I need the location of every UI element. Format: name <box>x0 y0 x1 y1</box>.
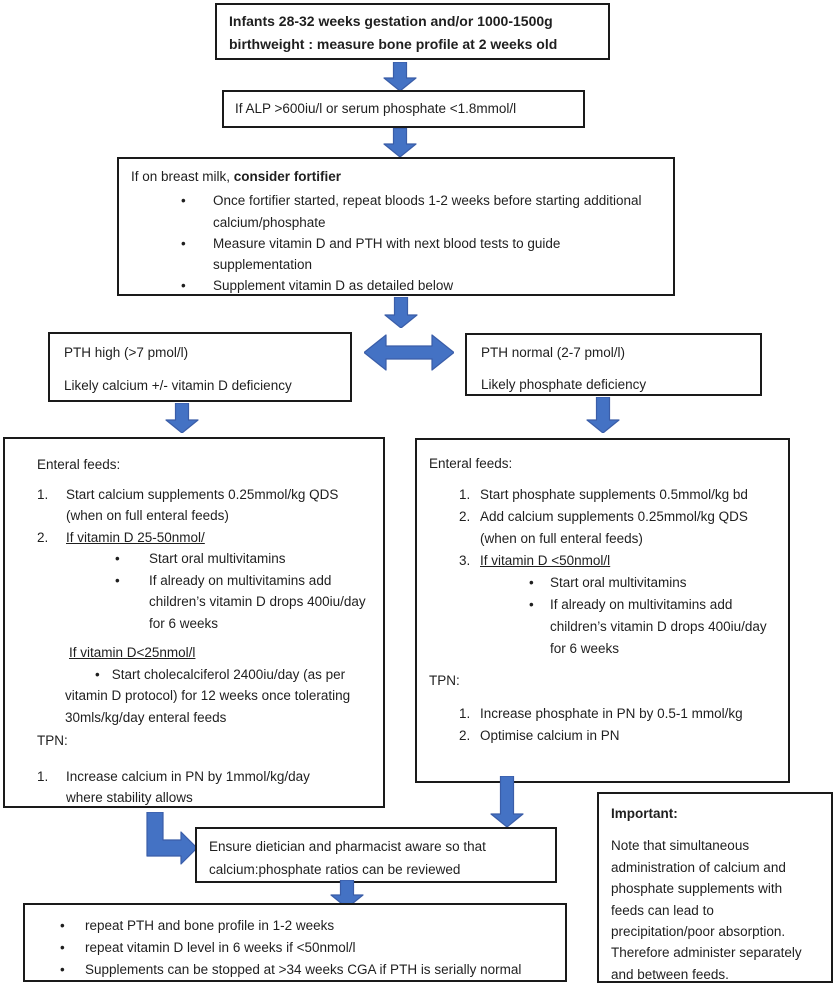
item-text-underlined: If vitamin D <50nmol/l <box>480 553 611 568</box>
numbered-item: 1. Start phosphate supplements 0.5mmol/k… <box>459 484 782 506</box>
bullet-icon: • <box>529 575 534 590</box>
bullet-icon: • <box>181 193 186 209</box>
bullet-icon: • <box>115 572 120 588</box>
followup-box: • repeat PTH and bone profile in 1-2 wee… <box>23 903 567 982</box>
start-criteria-line1: Infants 28-32 weeks gestation and/or 100… <box>229 13 553 29</box>
fortifier-title: If on breast milk, consider fortifier <box>131 166 661 187</box>
item-number: 1. <box>459 487 471 502</box>
bullet-icon: • <box>181 235 186 251</box>
important-note-title: Important: <box>611 806 678 821</box>
fortifier-bullet-text: Once fortifier started, repeat bloods 1-… <box>213 193 642 230</box>
pth-high-line2: Likely calcium +/- vitamin D deficiency <box>64 378 292 393</box>
important-note-box: Important: Note that simultaneous admini… <box>597 792 833 983</box>
down-arrow-icon <box>490 776 524 827</box>
bullet-icon: • <box>95 666 100 682</box>
down-arrow-icon <box>384 297 418 328</box>
item-text-underlined: If vitamin D 25-50nmol/ <box>66 529 205 545</box>
down-arrow-icon <box>330 880 364 908</box>
item-number: 3. <box>459 553 471 568</box>
followup-bullet-item: • repeat vitamin D level in 6 weeks if <… <box>60 937 565 959</box>
down-arrow-icon <box>586 397 620 433</box>
item-number: 1. <box>459 706 471 721</box>
followup-bullet-item: • repeat PTH and bone profile in 1-2 wee… <box>60 915 565 937</box>
tpn-heading: TPN: <box>37 733 68 748</box>
down-arrow-icon <box>383 62 417 91</box>
alp-criteria-text: If ALP >600iu/l or serum phosphate <1.8m… <box>235 101 517 117</box>
numbered-item: 1. Start calcium supplements 0.25mmol/kg… <box>37 484 375 527</box>
numbered-item: 1. Increase calcium in PN by 1mmol/kg/da… <box>37 766 375 809</box>
fortifier-bullet-item: • Measure vitamin D and PTH with next bl… <box>181 233 661 276</box>
alp-criteria-box: If ALP >600iu/l or serum phosphate <1.8m… <box>222 90 585 128</box>
sub-bullet-text: Start oral multivitamins <box>149 551 286 566</box>
important-note-text: Note that simultaneous administration of… <box>611 838 802 982</box>
double-horizontal-arrow-icon <box>364 334 454 371</box>
followup-bullet-text: repeat vitamin D level in 6 weeks if <50… <box>85 940 356 955</box>
sub-bullet-text: Start oral multivitamins <box>550 575 687 590</box>
bullet-icon: • <box>529 597 534 612</box>
enteral-feeds-heading: Enteral feeds: <box>37 457 121 472</box>
vitamin-d-subheading: If vitamin D<25nmol/l <box>69 645 196 660</box>
item-number: 2. <box>37 529 49 545</box>
down-arrow-icon <box>383 128 417 157</box>
item-number: 2. <box>459 728 471 743</box>
item-text: Add calcium supplements 0.25mmol/kg QDS … <box>480 509 748 546</box>
pth-high-plan-box: Enteral feeds: 1. Start calcium suppleme… <box>3 437 385 808</box>
ensure-review-text: Ensure dietician and pharmacist aware so… <box>209 839 486 877</box>
sub-bullet-text: Start cholecalciferol 2400iu/day (as per… <box>65 666 351 725</box>
fortifier-box: If on breast milk, consider fortifier • … <box>117 157 675 296</box>
followup-bullet-text: Supplements can be stopped at >34 weeks … <box>85 962 522 977</box>
numbered-item: 1. Increase phosphate in PN by 0.5-1 mmo… <box>459 703 782 725</box>
fortifier-title-prefix: If on breast milk, <box>131 169 234 184</box>
start-criteria-line2: birthweight : measure bone profile at 2 … <box>229 36 558 52</box>
item-text: Increase calcium in PN by 1mmol/kg/day w… <box>66 768 310 806</box>
sub-bullet-item: • Start oral multivitamins <box>529 572 782 594</box>
sub-bullet-item: • If already on multivitamins add childr… <box>529 594 782 660</box>
ensure-review-box: Ensure dietician and pharmacist aware so… <box>195 827 557 883</box>
item-number: 2. <box>459 509 471 524</box>
numbered-item: 2. Optimise calcium in PN <box>459 725 782 747</box>
numbered-item: 2. Add calcium supplements 0.25mmol/kg Q… <box>459 506 782 550</box>
pth-normal-plan-box: Enteral feeds: 1. Start phosphate supple… <box>415 438 790 783</box>
item-number: 1. <box>37 486 49 502</box>
fortifier-bullet-item: • Once fortifier started, repeat bloods … <box>181 190 661 233</box>
sub-bullet-text: If already on multivitamins add children… <box>149 572 366 631</box>
followup-bullet-item: • Supplements can be stopped at >34 week… <box>60 959 565 981</box>
pth-high-line1: PTH high (>7 pmol/l) <box>64 345 189 360</box>
followup-bullet-text: repeat PTH and bone profile in 1-2 weeks <box>85 918 335 933</box>
item-text: Start phosphate supplements 0.5mmol/kg b… <box>480 487 748 502</box>
pth-high-box: PTH high (>7 pmol/l) Likely calcium +/- … <box>48 332 352 402</box>
pth-normal-box: PTH normal (2-7 pmol/l) Likely phosphate… <box>465 333 762 396</box>
numbered-item: 2. If vitamin D 25-50nmol/ <box>37 527 375 549</box>
fortifier-bullet-text: Supplement vitamin D as detailed below <box>213 278 454 294</box>
bullet-icon: • <box>60 962 65 977</box>
enteral-feeds-heading: Enteral feeds: <box>429 456 513 471</box>
start-criteria-box: Infants 28-32 weeks gestation and/or 100… <box>215 3 610 60</box>
pth-normal-line1: PTH normal (2-7 pmol/l) <box>481 345 626 360</box>
pth-normal-line2: Likely phosphate deficiency <box>481 377 647 392</box>
sub-bullet-item: • Start oral multivitamins <box>115 548 375 570</box>
sub-bullet-text: If already on multivitamins add children… <box>550 597 767 656</box>
sub-bullet-item: • If already on multivitamins add childr… <box>115 570 375 635</box>
bullet-icon: • <box>60 940 65 955</box>
bullet-icon: • <box>181 278 186 294</box>
numbered-item: 3. If vitamin D <50nmol/l <box>459 550 782 572</box>
bullet-icon: • <box>60 918 65 933</box>
fortifier-title-bold: consider fortifier <box>233 169 342 184</box>
bullet-icon: • <box>115 551 120 566</box>
item-text: Optimise calcium in PN <box>480 728 620 743</box>
tpn-heading: TPN: <box>429 673 460 688</box>
item-text: Increase phosphate in PN by 0.5-1 mmol/k… <box>480 706 743 721</box>
elbow-right-arrow-icon <box>146 812 197 865</box>
sub-bullet-item: •Start cholecalciferol 2400iu/day (as pe… <box>65 664 365 729</box>
item-text: Start calcium supplements 0.25mmol/kg QD… <box>66 486 339 524</box>
item-number: 1. <box>37 768 49 784</box>
fortifier-bullet-item: • Supplement vitamin D as detailed below <box>181 275 661 296</box>
down-arrow-icon <box>165 403 199 433</box>
fortifier-bullet-text: Measure vitamin D and PTH with next bloo… <box>213 235 561 273</box>
